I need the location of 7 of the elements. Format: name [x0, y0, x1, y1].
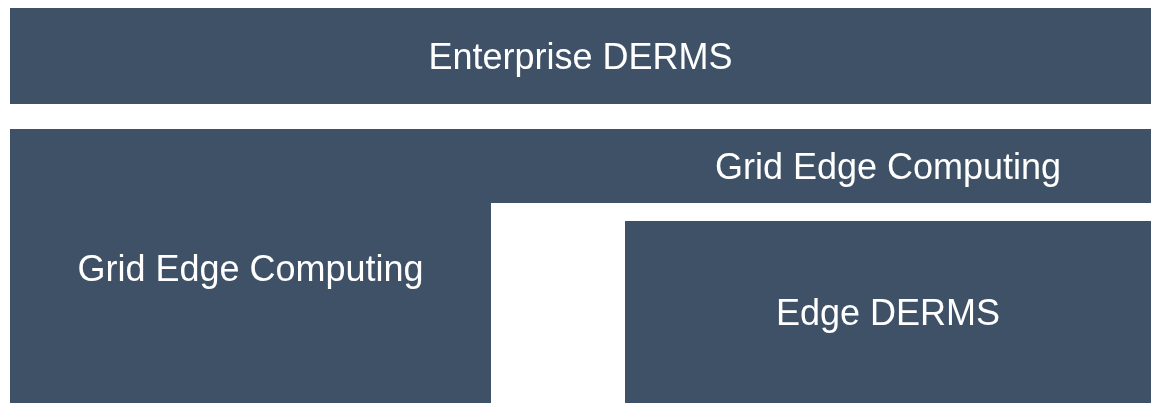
l-shaped-block [10, 129, 1151, 403]
block-label: Grid Edge Computing [77, 246, 424, 291]
block [625, 221, 1151, 403]
block-label: Enterprise DERMS [428, 34, 733, 79]
block-label: Grid Edge Computing [714, 144, 1062, 189]
block [10, 8, 1151, 104]
block-label: Edge DERMS [775, 290, 1001, 335]
